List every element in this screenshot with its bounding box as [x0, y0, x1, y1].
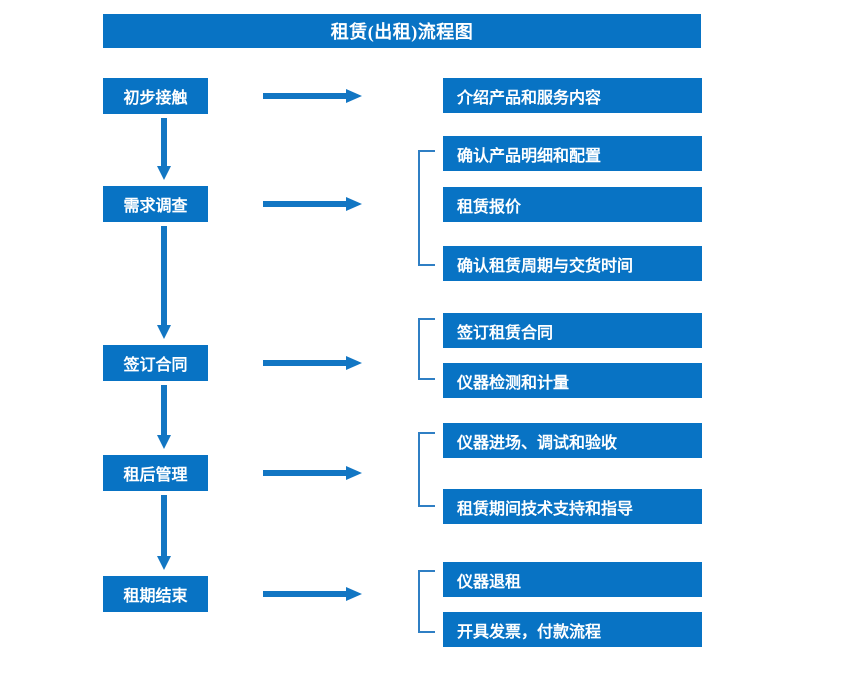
right-arrow-initial-contact [263, 89, 362, 103]
stage-box-sign-contract[interactable]: 签订合同 [103, 345, 208, 381]
stage-box-initial-contact[interactable]: 初步接触 [103, 78, 208, 114]
detail-box-confirm-product-details[interactable]: 确认产品明细和配置 [443, 136, 702, 171]
down-arrow-initial-to-survey [157, 118, 171, 180]
right-arrow-rental-end [263, 587, 362, 601]
detail-box-intro-products-services[interactable]: 介绍产品和服务内容 [443, 78, 702, 113]
detail-box-technical-support-guidance[interactable]: 租赁期间技术支持和指导 [443, 489, 702, 524]
down-arrow-survey-to-contract [157, 226, 171, 339]
detail-box-confirm-rental-period-delivery[interactable]: 确认租赁周期与交货时间 [443, 246, 702, 281]
bracket-post-rental-management-group [418, 432, 435, 507]
bracket-sign-contract-group [418, 318, 435, 380]
detail-box-sign-rental-contract[interactable]: 签订租赁合同 [443, 313, 702, 348]
detail-box-rental-quotation[interactable]: 租赁报价 [443, 187, 702, 222]
bracket-rental-end-group [418, 570, 435, 633]
detail-box-invoice-payment-process[interactable]: 开具发票，付款流程 [443, 612, 702, 647]
right-arrow-requirement-survey [263, 197, 362, 211]
detail-box-instrument-entry-debug-acceptance[interactable]: 仪器进场、调试和验收 [443, 423, 702, 458]
bracket-requirement-survey-group [418, 150, 435, 266]
stage-box-rental-end[interactable]: 租期结束 [103, 576, 208, 612]
stage-box-requirement-survey[interactable]: 需求调查 [103, 186, 208, 222]
stage-box-post-rental-management[interactable]: 租后管理 [103, 455, 208, 491]
page-title: 租赁(出租)流程图 [103, 14, 701, 48]
detail-box-instrument-return[interactable]: 仪器退租 [443, 562, 702, 597]
right-arrow-sign-contract [263, 356, 362, 370]
detail-box-instrument-inspection-measurement[interactable]: 仪器检测和计量 [443, 363, 702, 398]
down-arrow-management-to-end [157, 495, 171, 570]
down-arrow-contract-to-management [157, 385, 171, 449]
right-arrow-post-rental-management [263, 466, 362, 480]
